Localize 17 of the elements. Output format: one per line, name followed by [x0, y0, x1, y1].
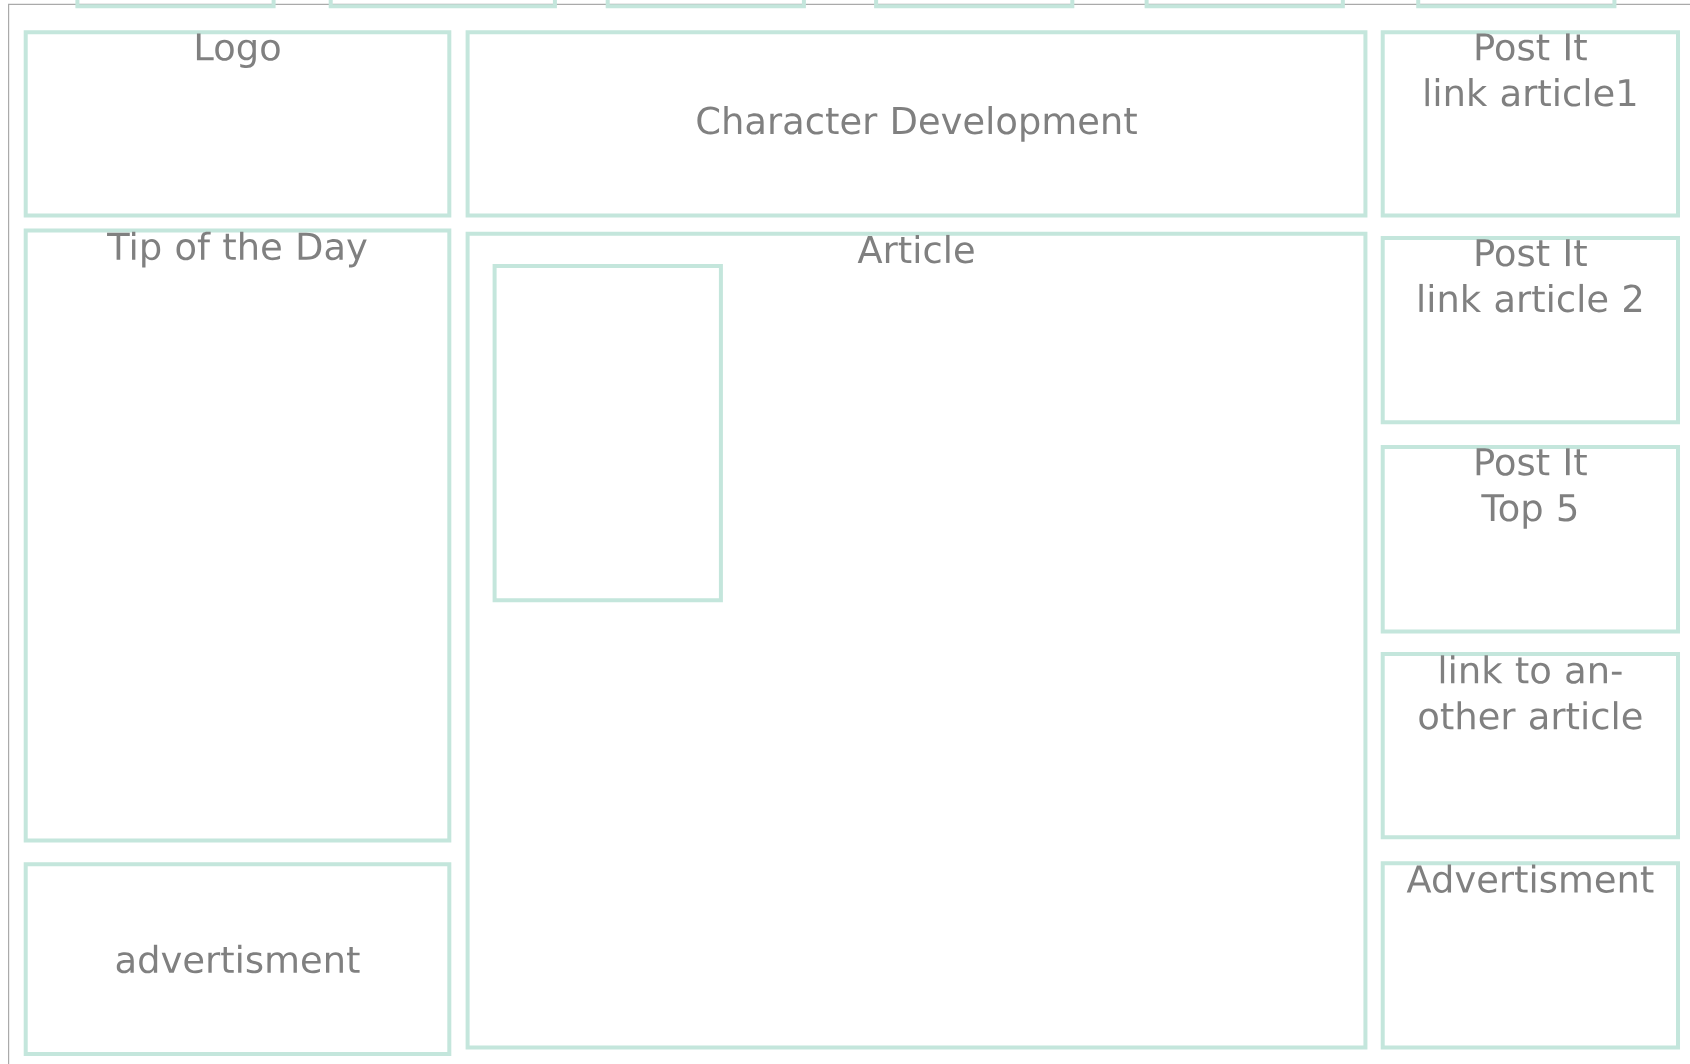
layout-box: Logo: [23, 30, 452, 218]
placeholder-box: [874, 0, 1075, 9]
layout-box: Post It link article 2: [1380, 236, 1680, 425]
placeholder-box: [1416, 0, 1617, 9]
placeholder-box: [1144, 0, 1345, 9]
layout-box: link to an-other article: [1380, 652, 1680, 840]
placeholder-box: [75, 0, 276, 9]
layout-box: Article: [465, 231, 1368, 1050]
layout-box: advertisment: [23, 862, 452, 1056]
placeholder-box: [328, 0, 557, 9]
layout-box: Post It link article1: [1380, 30, 1680, 218]
layout-box: Tip of the Day: [23, 228, 452, 843]
layout-box: Post It Top 5: [1380, 445, 1680, 634]
layout-box: Advertisment: [1380, 861, 1680, 1050]
placeholder-box: [605, 0, 806, 9]
placeholder-box: [492, 264, 723, 603]
layout-box: Character Development: [465, 30, 1368, 218]
